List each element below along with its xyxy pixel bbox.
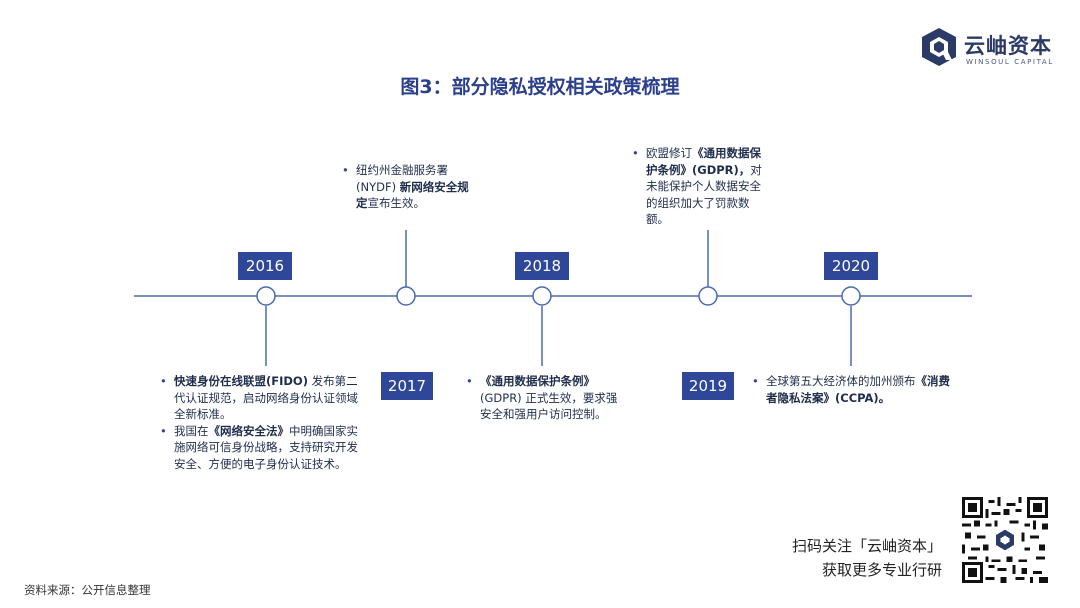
node-2017 xyxy=(396,286,416,306)
bullet-icon: • xyxy=(466,374,473,388)
logo-subtitle: WINSOUL CAPITAL xyxy=(966,58,1054,66)
event-item-fido: • 快速身份在线联盟(FIDO) 发布第二代认证规范，启动网络身份认证领域全新标准… xyxy=(160,373,360,423)
source-note: 资料来源：公开信息整理 xyxy=(24,583,151,597)
qr-code-icon[interactable] xyxy=(962,497,1048,583)
event-prefix: 全球第五大经济体的加州颁布 xyxy=(766,374,916,388)
node-2020 xyxy=(841,286,861,306)
node-2019 xyxy=(698,286,718,306)
year-badge-2018: 2018 xyxy=(515,252,569,280)
event-item-ccpa: • 全球第五大经济体的加州颁布《消费者隐私法案》(CCPA)。 xyxy=(752,373,952,406)
bullet-icon: • xyxy=(752,374,759,388)
winsoul-logo-icon xyxy=(922,28,956,66)
event-item-gdpr-effective: • 《通用数据保护条例》 (GDPR) 正式生效，要求强安全和强用户访问控制。 xyxy=(466,373,626,423)
event-bold: 《消费者隐私法案》(CCPA)。 xyxy=(766,374,950,405)
qr-caption-line2: 获取更多专业行研 xyxy=(821,561,942,579)
year-badge-2020: 2020 xyxy=(824,252,878,280)
qr-caption-line1: 扫码关注「云岫资本」 xyxy=(791,537,942,555)
event-bold: 快速身份在线联盟(FIDO) xyxy=(174,374,308,388)
event-bold: 《网络安全法》 xyxy=(208,423,290,438)
event-text: 中明确国家实施网络可信身份战略，支持研究开发安全、方便的电子身份认证技术。 xyxy=(174,423,358,471)
event-item-gdpr-revision: • 欧盟修订《通用数据保护条例》(GDPR)，对未能保护个人数据安全的组织加大了罚… xyxy=(632,145,772,228)
event-text: 对未能保护个人数据安全的组织加大了罚款数额。 xyxy=(646,162,762,227)
event-text: 发布第二代认证规范，启动网络身份认证领域全新标准。 xyxy=(174,374,358,421)
bullet-icon: • xyxy=(160,374,167,388)
qr-caption: 扫码关注「云岫资本」 获取更多专业行研 xyxy=(792,534,942,582)
event-bold: 《通用数据保护条例》(GDPR)， xyxy=(646,146,761,177)
event-item-nydf: • 纽约州金融服务署(NYDF) 新网络安全规定宣布生效。 xyxy=(342,162,472,212)
event-item-cybersecurity-law: • 我国在《网络安全法》中明确国家实施网络可信身份战略，支持研究开发安全、方便的电… xyxy=(160,423,360,473)
event-prefix: 我国在 xyxy=(174,423,209,438)
event-text: 宣布生效。 xyxy=(367,196,426,210)
event-note-2020: • 全球第五大经济体的加州颁布《消费者隐私法案》(CCPA)。 xyxy=(752,373,952,406)
event-note-2017: • 纽约州金融服务署(NYDF) 新网络安全规定宣布生效。 xyxy=(342,162,472,212)
event-bold: 新网络安全规定 xyxy=(356,179,469,211)
event-note-2016: • 快速身份在线联盟(FIDO) 发布第二代认证规范，启动网络身份认证领域全新标准… xyxy=(160,373,360,472)
year-badge-2016: 2016 xyxy=(238,252,292,280)
bullet-icon: • xyxy=(160,423,167,438)
page-title: 图3：部分隐私授权相关政策梳理 xyxy=(400,76,680,98)
bullet-icon: • xyxy=(632,146,639,160)
event-bold: 《通用数据保护条例》 xyxy=(480,374,595,388)
year-badge-2019: 2019 xyxy=(682,372,734,400)
logo-name: 云岫资本 xyxy=(964,34,1052,58)
node-2018 xyxy=(532,286,552,306)
node-2016 xyxy=(256,286,276,306)
event-text: (GDPR) 正式生效，要求强安全和强用户访问控制。 xyxy=(480,390,618,422)
event-note-2018: • 《通用数据保护条例》 (GDPR) 正式生效，要求强安全和强用户访问控制。 xyxy=(466,373,626,423)
event-prefix: 欧盟修订 xyxy=(646,146,692,160)
event-note-2019: • 欧盟修订《通用数据保护条例》(GDPR)，对未能保护个人数据安全的组织加大了罚… xyxy=(632,145,772,228)
year-badge-2017: 2017 xyxy=(381,372,433,400)
bullet-icon: • xyxy=(342,163,349,177)
event-prefix: 纽约州金融服务署(NYDF) xyxy=(356,163,448,194)
